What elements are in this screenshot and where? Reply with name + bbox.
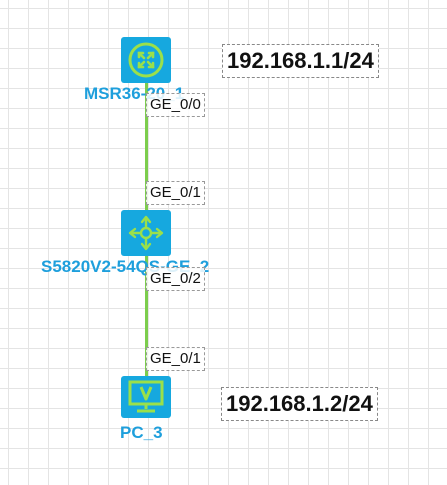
pc-ip-note[interactable]: 192.168.1.2/24 (221, 387, 378, 421)
switch-icon[interactable] (121, 210, 171, 256)
pc-icon[interactable] (121, 376, 171, 418)
port-label-pc-ge0-1[interactable]: GE_0/1 (146, 347, 205, 371)
port-label-switch-ge0-2[interactable]: GE_0/2 (146, 267, 205, 291)
pc-name-label[interactable]: PC_3 (120, 423, 163, 443)
port-label-router-ge0-0[interactable]: GE_0/0 (146, 93, 205, 117)
port-label-switch-ge0-1[interactable]: GE_0/1 (146, 181, 205, 205)
switch-glyph (121, 210, 171, 256)
pc-glyph (121, 376, 171, 418)
router-ip-note[interactable]: 192.168.1.1/24 (222, 44, 379, 78)
router-icon[interactable] (121, 37, 171, 83)
router-glyph (121, 37, 171, 83)
